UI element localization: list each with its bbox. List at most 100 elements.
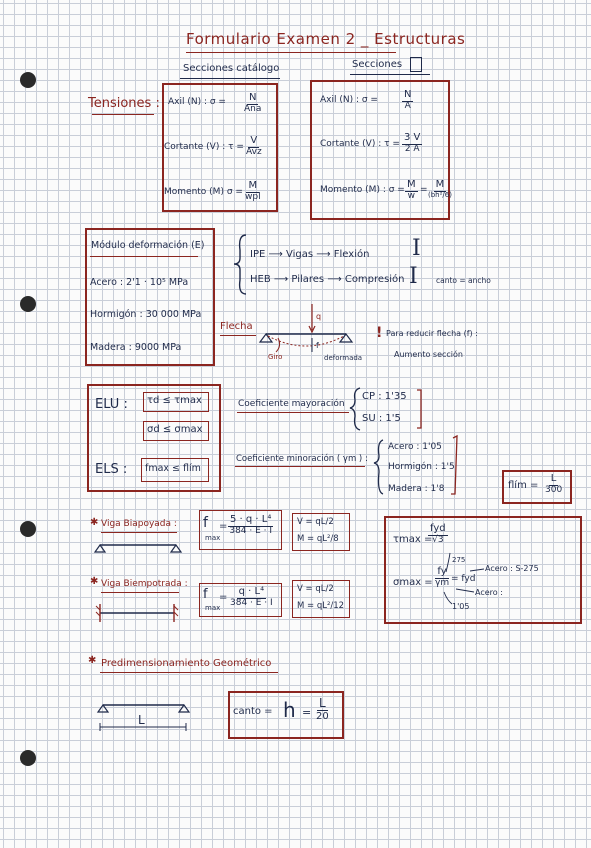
rect-section-icon bbox=[410, 57, 422, 72]
value-275: 275 bbox=[452, 556, 466, 564]
biempotrada-flecha-box bbox=[199, 583, 282, 617]
flecha-note2: Aumento sección bbox=[394, 350, 463, 359]
acero-s275: Acero : S-275 bbox=[485, 564, 539, 573]
subtitle-catalog: Secciones catálogo bbox=[183, 63, 280, 74]
biempotrada-f: f bbox=[203, 587, 208, 602]
flecha-bang: ! bbox=[376, 325, 383, 341]
sigma-max-lhs: σmax = bbox=[393, 577, 433, 588]
modulo-acero: Acero : 2'1 · 10⁵ MPa bbox=[90, 277, 189, 288]
sigma-max-eq: = fyd bbox=[451, 574, 476, 584]
coef-min-brace bbox=[373, 439, 384, 495]
perfil-ipe: IPE ⟶ Vigas ⟶ Flexión bbox=[250, 249, 370, 260]
subtitle-rect: Secciones bbox=[352, 59, 403, 70]
perfil-heb: HEB ⟶ Pilares ⟶ Compresión bbox=[250, 274, 405, 285]
flecha-deformada: deformada bbox=[324, 354, 363, 362]
binder-hole bbox=[20, 72, 36, 88]
coef-min-hormigon: Hormigón : 1'5 bbox=[388, 462, 455, 472]
coef-cp: CP : 1'35 bbox=[362, 391, 407, 402]
elu-els-box bbox=[87, 384, 221, 492]
rect-formulas-box bbox=[310, 80, 450, 220]
flecha-q: q bbox=[316, 312, 322, 321]
flecha-title: Flecha bbox=[220, 321, 253, 332]
catalog-axil: Axil (N) : σ = bbox=[168, 97, 226, 107]
bullet-biempotrada: ✱ bbox=[90, 576, 99, 587]
coef-min-madera: Madera : 1'8 bbox=[388, 484, 445, 494]
biapoyada-m: M = qL²/8 bbox=[297, 534, 339, 544]
biapoyada-f: f bbox=[203, 515, 208, 531]
tension-arrow-2 bbox=[443, 591, 453, 605]
biapoyada-flecha-box bbox=[199, 510, 282, 550]
tension-limits-box bbox=[384, 516, 582, 624]
modulo-title-underline bbox=[90, 256, 198, 257]
value-105: 1'05 bbox=[452, 602, 470, 611]
els-label: ELS : bbox=[95, 462, 128, 477]
biempotrada-eq: = bbox=[219, 592, 228, 603]
viga-biapoyada-underline bbox=[101, 532, 177, 533]
biapoyada-sketch bbox=[93, 543, 183, 553]
predim-box bbox=[228, 691, 344, 739]
biempotrada-v: V = qL/2 bbox=[297, 584, 334, 594]
acero-label-2: Acero : bbox=[475, 588, 503, 597]
predim-beam-sketch bbox=[96, 703, 191, 731]
bullet-predim: ✱ bbox=[88, 655, 97, 666]
coef-may-brace bbox=[349, 387, 361, 431]
flecha-beam-sketch bbox=[258, 304, 354, 353]
flecha-f: f bbox=[316, 341, 319, 350]
modulo-hormigon: Hormigón : 30 000 MPa bbox=[90, 309, 202, 320]
binder-hole bbox=[20, 750, 36, 766]
viga-biempotrada-label: Viga Biempotrada : bbox=[101, 579, 188, 589]
coef-mayoracion-label: Coeficiente mayoración bbox=[238, 399, 345, 409]
tensiones-label: Tensiones : bbox=[88, 96, 160, 111]
profiles-brace bbox=[233, 234, 247, 295]
coef-min-acero: Acero : 1'05 bbox=[388, 442, 442, 452]
perfil-ipe-glyph: I bbox=[412, 236, 421, 261]
tension-arrow bbox=[445, 552, 451, 573]
title-underline bbox=[186, 52, 396, 53]
flim-box bbox=[502, 470, 572, 504]
elu-formula-2-box bbox=[143, 421, 209, 441]
biempotrada-sketch bbox=[95, 604, 179, 622]
predim-underline bbox=[100, 672, 278, 673]
elu-formula-1: τd ≤ τmax bbox=[147, 395, 202, 406]
rect-momento: Momento (M) : σ = bbox=[320, 185, 405, 195]
subtitle-rect-underline bbox=[350, 74, 430, 75]
viga-biempotrada-underline bbox=[101, 592, 179, 593]
catalog-momento: Momento (M) σ = bbox=[164, 187, 243, 197]
rect-cortante: Cortante (V) : τ = bbox=[320, 139, 400, 149]
page-title: Formulario Examen 2 _ Estructuras bbox=[186, 30, 466, 48]
subtitle-catalog-underline bbox=[180, 78, 280, 79]
flecha-note1: Para reducir flecha (f) : bbox=[386, 329, 478, 338]
predim-eq: = bbox=[302, 706, 312, 719]
biapoyada-vm-box bbox=[292, 513, 350, 551]
coef-minoracion-underline bbox=[235, 466, 365, 467]
perfil-heb-glyph: I bbox=[409, 264, 418, 289]
biempotrada-vm-box bbox=[292, 580, 350, 618]
tensiones-underline bbox=[92, 114, 154, 115]
coef-min-bracket bbox=[451, 434, 458, 495]
els-formula: fmax ≤ flím bbox=[145, 463, 201, 474]
elu-label: ELU : bbox=[95, 397, 128, 412]
rect-momento-fraction-2: M(bh²/6) bbox=[428, 179, 452, 199]
rect-axil: Axil (N) : σ = bbox=[320, 95, 378, 105]
bullet-biapoyada: ✱ bbox=[90, 517, 99, 528]
els-formula-box bbox=[141, 458, 209, 482]
elu-formula-1-box bbox=[143, 392, 209, 412]
rect-momento-eq: = bbox=[420, 185, 428, 195]
elu-formula-2: σd ≤ σmax bbox=[147, 424, 203, 435]
flecha-giro: Giro bbox=[268, 353, 283, 361]
predim-canto: canto = bbox=[233, 706, 273, 717]
flim-lhs: flím = bbox=[508, 480, 539, 491]
modulo-madera: Madera : 9000 MPa bbox=[90, 342, 182, 353]
